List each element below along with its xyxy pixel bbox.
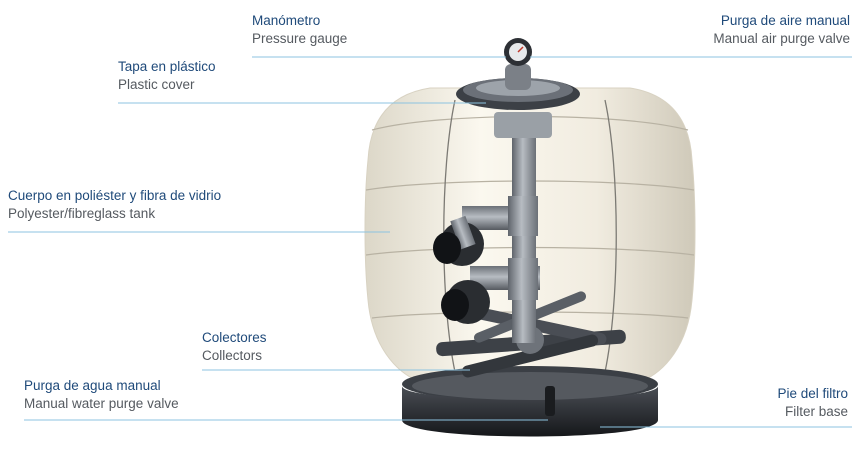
water-purge-valve bbox=[545, 386, 555, 416]
plastic-cover bbox=[456, 64, 580, 138]
label-cuerpo: Cuerpo en poliéster y fibra de vidrio Po… bbox=[8, 187, 221, 223]
label-pie: Pie del filtro Filter base bbox=[777, 385, 848, 421]
label-manometro-es: Manómetro bbox=[252, 13, 321, 28]
label-cuerpo-es: Cuerpo en poliéster y fibra de vidrio bbox=[8, 188, 222, 203]
label-pie-es: Pie del filtro bbox=[777, 386, 848, 401]
label-tapa-en: Plastic cover bbox=[118, 77, 195, 92]
central-pipe bbox=[512, 138, 536, 343]
pressure-gauge bbox=[504, 38, 532, 66]
label-purga-agua-en: Manual water purge valve bbox=[24, 396, 179, 411]
label-purga-agua: Purga de agua manual Manual water purge … bbox=[24, 377, 179, 413]
label-tapa: Tapa en plástico Plastic cover bbox=[118, 58, 216, 94]
label-purga-aire: Purga de aire manual Manual air purge va… bbox=[713, 12, 850, 48]
label-purga-aire-en: Manual air purge valve bbox=[713, 31, 850, 46]
label-tapa-es: Tapa en plástico bbox=[118, 59, 216, 74]
label-pie-en: Filter base bbox=[784, 404, 848, 419]
lower-outlet bbox=[441, 258, 540, 324]
label-manometro-en: Pressure gauge bbox=[252, 31, 348, 46]
leader-lines bbox=[8, 56, 852, 428]
label-purga-aire-es: Purga de aire manual bbox=[720, 13, 850, 28]
label-colectores-es: Colectores bbox=[202, 330, 267, 345]
label-purga-agua-es: Purga de agua manual bbox=[24, 378, 161, 393]
label-colectores-en: Collectors bbox=[202, 348, 263, 363]
filter-base bbox=[402, 366, 658, 437]
label-colectores: Colectores Collectors bbox=[202, 329, 267, 365]
label-cuerpo-en: Polyester/fibreglass tank bbox=[8, 206, 156, 221]
upper-outlet bbox=[433, 196, 538, 266]
label-manometro: Manómetro Pressure gauge bbox=[252, 12, 347, 48]
